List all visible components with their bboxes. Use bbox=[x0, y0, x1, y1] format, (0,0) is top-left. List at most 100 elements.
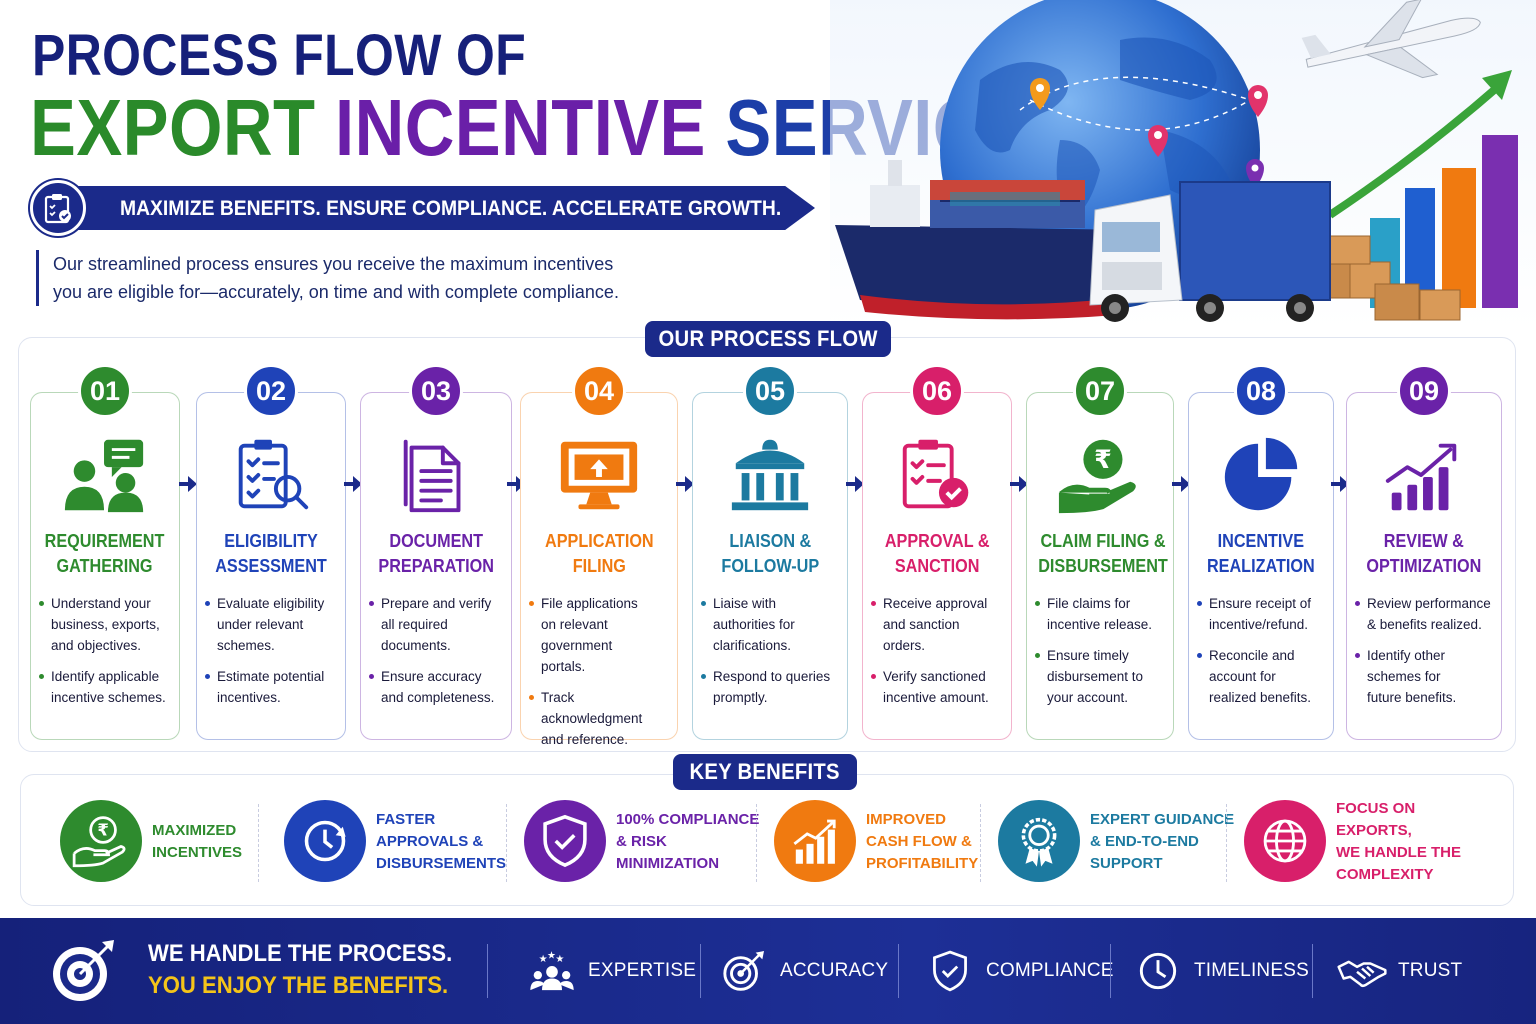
process-step-card: REQUIREMENT GATHERING Understand your bus… bbox=[30, 392, 180, 740]
benefit-label: FASTER APPROVALS & DISBURSEMENTS bbox=[376, 811, 507, 872]
process-step-bullets: Liaise with authorities for clarificatio… bbox=[701, 593, 841, 718]
growth-chart-icon bbox=[1376, 433, 1472, 517]
process-step-card: APPLICATION FILING File applications on r… bbox=[520, 392, 678, 747]
tagline-text: MAXIMIZE BENEFITS. ENSURE COMPLIANCE. AC… bbox=[120, 197, 782, 220]
footer-value-label: EXPERTISE bbox=[588, 960, 697, 981]
arrow-right-icon bbox=[846, 476, 864, 492]
intro-text: Our streamlined process ensures you rece… bbox=[36, 250, 716, 306]
shield-check-icon bbox=[924, 946, 976, 996]
rupee-hand-icon: ₹ bbox=[1052, 433, 1148, 517]
process-step-bullet: Identify applicable incentive schemes. bbox=[39, 666, 173, 708]
step-number-badge: 06 bbox=[910, 364, 964, 418]
process-step-bullet: Identify other schemes for future benefi… bbox=[1355, 645, 1495, 708]
award-badge-icon bbox=[998, 800, 1080, 882]
footer-divider bbox=[487, 944, 488, 998]
benefit-divider bbox=[756, 804, 757, 882]
footer-value-item: TRUST bbox=[1336, 946, 1462, 996]
process-step-bullet: Evaluate eligibility under relevant sche… bbox=[205, 593, 339, 656]
process-step-bullet: Estimate potential incentives. bbox=[205, 666, 339, 708]
process-step-title: INCENTIVE REALIZATION bbox=[1207, 531, 1315, 576]
process-step-bullets: Understand your business, exports, and o… bbox=[39, 593, 173, 718]
process-step-bullet: Respond to queries promptly. bbox=[701, 666, 841, 708]
footer-value-label: TIMELINESS bbox=[1194, 960, 1309, 981]
process-step-bullets: Receive approval and sanction orders.Ver… bbox=[871, 593, 1005, 718]
process-step-title: DOCUMENT PREPARATION bbox=[378, 531, 494, 576]
title-word-incentive: INCENTIVE bbox=[335, 83, 706, 172]
shield-check-icon bbox=[524, 800, 606, 882]
target-icon bbox=[718, 946, 770, 996]
footer-value-label: TRUST bbox=[1398, 960, 1463, 981]
step-number-badge: 08 bbox=[1234, 364, 1288, 418]
process-step-title: REVIEW & OPTIMIZATION bbox=[1366, 531, 1482, 576]
footer-line-2: YOU ENJOY THE BENEFITS. bbox=[148, 972, 449, 999]
process-step-title: APPLICATION FILING bbox=[544, 531, 654, 576]
team-stars-icon: ★★★ bbox=[526, 946, 578, 996]
svg-text:★: ★ bbox=[547, 951, 556, 962]
process-step-title: CLAIM FILING & DISBURSEMENT bbox=[1038, 531, 1168, 576]
benefit-item: EXPERT GUIDANCE & END-TO-END SUPPORT bbox=[998, 800, 1238, 884]
arrow-right-icon bbox=[344, 476, 362, 492]
process-step-card: ₹ CLAIM FILING & DISBURSEMENT File claims … bbox=[1026, 392, 1174, 740]
step-number-badge: 01 bbox=[78, 364, 132, 418]
benefit-item: ₹ MAXIMIZED INCENTIVES bbox=[60, 800, 300, 884]
page-title-line1: PROCESS FLOW OF bbox=[32, 23, 527, 88]
step-number-badge: 09 bbox=[1397, 364, 1451, 418]
footer-value-item: TIMELINESS bbox=[1132, 946, 1309, 996]
benefit-item: FOCUS ON EXPORTS, WE HANDLE THE COMPLEXI… bbox=[1244, 800, 1484, 884]
benefit-label: IMPROVED CASH FLOW & PROFITABILITY bbox=[866, 811, 979, 872]
process-step-title: REQUIREMENT GATHERING bbox=[45, 531, 165, 576]
footer-value-item: ★★★ EXPERTISE bbox=[526, 946, 696, 996]
benefit-divider bbox=[258, 804, 259, 882]
tagline-banner: MAXIMIZE BENEFITS. ENSURE COMPLIANCE. AC… bbox=[30, 180, 825, 236]
title-word-export: EXPORT bbox=[30, 83, 316, 172]
process-step-bullets: File applications on relevant government… bbox=[529, 593, 671, 760]
process-step-bullet: Ensure timely disbursement to your accou… bbox=[1035, 645, 1167, 708]
process-step-bullet: Understand your business, exports, and o… bbox=[39, 593, 173, 656]
logistics-illustration bbox=[830, 0, 1536, 330]
step-number-badge: 04 bbox=[572, 364, 626, 418]
process-step-title: APPROVAL & SANCTION bbox=[884, 531, 990, 576]
process-step-bullet: Liaise with authorities for clarificatio… bbox=[701, 593, 841, 656]
clipboard-search-icon bbox=[223, 433, 319, 517]
process-step-card: REVIEW & OPTIMIZATION Review performance … bbox=[1346, 392, 1502, 740]
step-number-badge: 02 bbox=[244, 364, 298, 418]
handshake-icon bbox=[1336, 946, 1388, 996]
arrow-right-icon bbox=[676, 476, 694, 492]
clipboard-check-icon bbox=[889, 433, 985, 517]
benefit-label: MAXIMIZED INCENTIVES bbox=[152, 822, 243, 861]
benefit-item: FASTER APPROVALS & DISBURSEMENTS bbox=[284, 800, 524, 884]
airplane-icon bbox=[1301, 0, 1481, 79]
clock-refresh-icon bbox=[284, 800, 366, 882]
footer-value-label: COMPLIANCE bbox=[986, 960, 1114, 981]
footer-line-1: WE HANDLE THE PROCESS. bbox=[148, 940, 453, 967]
tagline-bar bbox=[70, 186, 815, 230]
rupee-hand-icon: ₹ bbox=[60, 800, 142, 882]
svg-text:₹: ₹ bbox=[97, 820, 109, 839]
arrow-right-icon bbox=[1010, 476, 1028, 492]
intro-line-2: you are eligible for—accurately, on time… bbox=[53, 282, 619, 302]
bar-chart-icon bbox=[774, 800, 856, 882]
footer-divider bbox=[1110, 944, 1111, 998]
clipboard-check-icon bbox=[30, 180, 86, 236]
benefit-item: 100% COMPLIANCE & RISK MINIMIZATION bbox=[524, 800, 764, 884]
footer-value-item: ACCURACY bbox=[718, 946, 888, 996]
footer-value-item: COMPLIANCE bbox=[924, 946, 1114, 996]
process-step-bullets: Review performance & benefits realized. I… bbox=[1355, 593, 1495, 718]
process-step-bullets: File claims for incentive release.Ensure… bbox=[1035, 593, 1167, 718]
process-step-bullet: Review performance & benefits realized. bbox=[1355, 593, 1495, 635]
process-step-bullets: Evaluate eligibility under relevant sche… bbox=[205, 593, 339, 718]
location-pin-icon bbox=[1030, 78, 1268, 188]
target-icon bbox=[53, 940, 114, 1001]
process-step-bullets: Prepare and verify all required document… bbox=[369, 593, 505, 718]
benefit-label: EXPERT GUIDANCE & END-TO-END SUPPORT bbox=[1090, 811, 1235, 872]
truck-icon bbox=[1089, 181, 1331, 322]
svg-text:★: ★ bbox=[539, 954, 548, 965]
people-chat-icon bbox=[57, 433, 153, 517]
process-step-bullet: Prepare and verify all required document… bbox=[369, 593, 505, 656]
key-benefits-heading: KEY BENEFITS bbox=[673, 754, 857, 790]
process-step-bullet: Ensure accuracy and completeness. bbox=[369, 666, 505, 708]
process-step-bullet: File applications on relevant government… bbox=[529, 593, 671, 677]
clock-icon bbox=[1132, 946, 1184, 996]
